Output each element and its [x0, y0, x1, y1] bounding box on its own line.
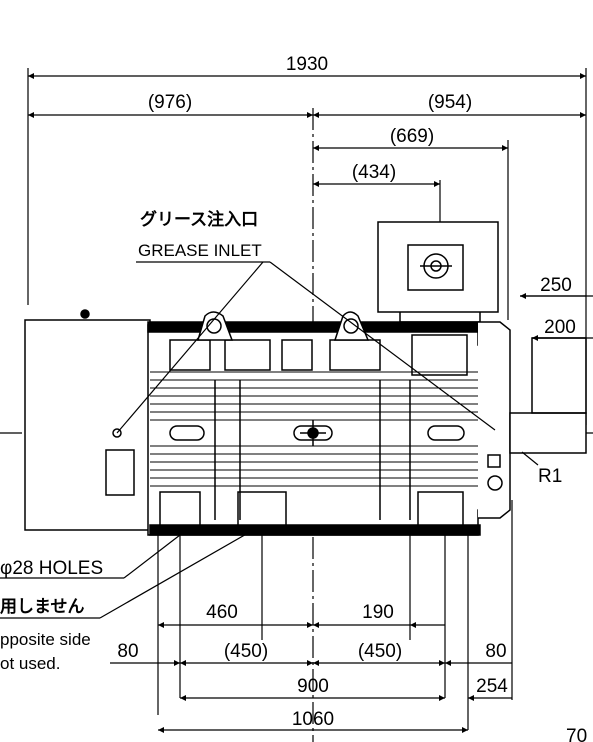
foot-right	[417, 491, 464, 531]
grease-inlet-jp: グリース注入口	[140, 209, 258, 229]
dim-250-label: 250	[540, 275, 572, 296]
opposite-side-note: pposite side	[0, 630, 91, 649]
dim-254-label: 254	[476, 676, 508, 697]
dim-450-left-label: (450)	[224, 641, 268, 662]
lifting-bolt-small	[80, 309, 90, 319]
lifting-eye-right	[333, 311, 370, 341]
foot-mid	[237, 491, 287, 531]
dim-900-label: 900	[297, 676, 329, 697]
dim-1060-label: 1060	[292, 709, 334, 730]
shaft	[509, 412, 587, 454]
lifting-eye-left	[197, 311, 234, 341]
motor-body	[24, 221, 587, 536]
dim-976-label: (976)	[148, 92, 192, 113]
foot-left	[159, 491, 201, 531]
terminal-plate	[105, 449, 135, 496]
holes-note: φ28 HOLES	[0, 558, 103, 579]
not-used-note: ot used.	[0, 654, 61, 673]
centre-marks	[300, 265, 452, 446]
frame-bottom-band	[149, 524, 481, 536]
connection-box	[377, 221, 499, 313]
dim-1930-label: 1930	[286, 54, 328, 75]
dim-434-label: (434)	[352, 162, 396, 183]
frame-outline	[147, 324, 489, 536]
grease-inlet-en: GREASE INLET	[138, 241, 262, 260]
terminal-hole	[112, 428, 122, 438]
dimension-lines	[28, 73, 586, 733]
notes: グリース注入口 GREASE INLET φ28 HOLES 用しません ppo…	[0, 209, 262, 673]
dim-80-left-label: 80	[117, 641, 138, 662]
terminal-box	[24, 319, 151, 531]
cooling-fins	[150, 371, 478, 487]
leader-lines	[0, 261, 539, 619]
dim-200-label: 200	[544, 317, 576, 338]
radius-label: R1	[538, 466, 562, 487]
dim-460-label: 460	[206, 602, 238, 623]
dim-190-label: 190	[362, 602, 394, 623]
dim-954-label: (954)	[428, 92, 472, 113]
frame-top-band	[147, 321, 479, 333]
dimension-labels: 1930 (976) (954) (669) (434) 250 200 R1 …	[117, 54, 587, 742]
dim-80-right-label: 80	[485, 641, 506, 662]
unused-jp-note: 用しません	[0, 597, 85, 616]
shaft-key	[531, 337, 587, 414]
dim-450-right-label: (450)	[358, 641, 402, 662]
corner-label: 70	[566, 726, 587, 742]
dim-669-label: (669)	[390, 126, 434, 147]
